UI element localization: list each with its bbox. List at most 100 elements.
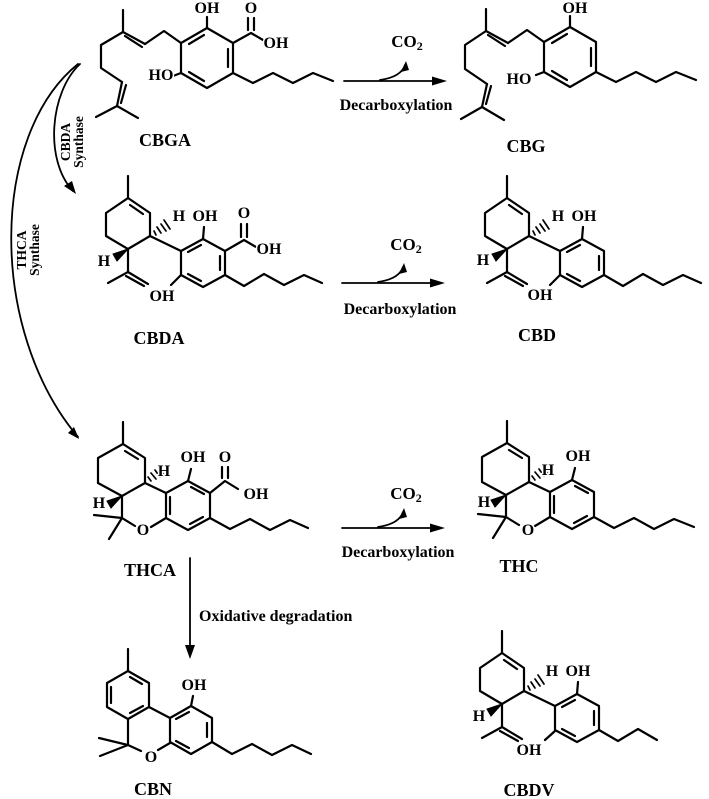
aromatic-double-bonds xyxy=(168,485,206,526)
aromatic-double-bonds xyxy=(174,710,209,750)
bonds xyxy=(94,8,335,120)
oh-label: OH xyxy=(150,288,175,305)
oxidative-degradation-arrow: Oxidative degradation xyxy=(185,557,352,659)
benzene-ring xyxy=(164,479,212,532)
stereo-hash-bond xyxy=(153,219,171,236)
double-bonds xyxy=(124,222,249,288)
oh-label: OH xyxy=(257,241,282,258)
cbda-synthase-arrow: CBDA Synthase xyxy=(53,63,86,194)
molecule-cbda: H OH O OH H OH CBDA xyxy=(96,174,324,348)
stereo-wedge-bond xyxy=(486,702,504,717)
molecule-thca: H OH O OH H O THCA xyxy=(91,420,310,580)
ring-double-bond xyxy=(502,658,519,671)
aromatic-double-bonds xyxy=(187,33,230,83)
oh-label: OH xyxy=(195,0,220,17)
stereo-wedge-bond xyxy=(112,247,130,262)
stereo-hash-bond xyxy=(531,464,549,481)
benzene-ring xyxy=(558,237,606,289)
stereo-hash-bond xyxy=(147,465,165,482)
ho-label: HO xyxy=(507,71,532,88)
benzene-ring xyxy=(553,692,601,744)
stereo-wedge-bond xyxy=(491,247,509,262)
cbg-name-label: CBG xyxy=(506,136,545,156)
pyran-ring-bonds xyxy=(120,481,168,529)
h-label: H xyxy=(546,663,559,680)
cyclohexene-ring xyxy=(480,441,531,497)
molecule-cbn: OH O CBN xyxy=(97,647,313,799)
ho-label: HO xyxy=(149,67,174,84)
bonds xyxy=(97,647,313,758)
aromatic-double-bonds xyxy=(560,698,596,738)
stereo-wedge-bond xyxy=(106,494,124,509)
o-label: O xyxy=(145,749,157,766)
h-label: H xyxy=(542,462,555,479)
molecule-thc: H OH H O THC xyxy=(476,419,696,576)
o-label: O xyxy=(245,0,257,17)
stereo-wedge-bond xyxy=(490,493,508,508)
o-label: O xyxy=(522,522,534,539)
ring-double-bond xyxy=(507,448,524,460)
thca-synthase-label-line1: THCA xyxy=(14,230,29,269)
oh-label: OH xyxy=(181,449,206,466)
reaction-arrow-1 xyxy=(343,60,448,87)
molecule-cbdv: H OH H OH CBDV xyxy=(471,629,659,799)
cyclohexene-ring xyxy=(104,196,152,251)
cbda-synthase-label-line1: CBDA xyxy=(58,123,73,162)
benzene-ring xyxy=(179,237,227,289)
aromatic-double-bonds xyxy=(550,32,593,82)
decarboxylation-label: Decarboxylation xyxy=(344,301,457,318)
cbdv-name-label: CBDV xyxy=(503,780,554,799)
co2-label: CO2 xyxy=(390,484,422,505)
curved-arrow xyxy=(10,63,79,438)
h-label: H xyxy=(473,708,486,725)
cbda-name-label: CBDA xyxy=(133,328,184,348)
h-label: H xyxy=(173,208,186,225)
cbda-synthase-label-line2: Synthase xyxy=(71,116,86,168)
reaction-arrow-2 xyxy=(341,262,446,289)
molecule-cbd: H OH H OH CBD xyxy=(475,174,703,345)
oh-label: OH xyxy=(517,742,542,759)
o-label: O xyxy=(137,522,149,539)
bonds xyxy=(459,7,698,122)
oh-label: OH xyxy=(566,448,591,465)
arrowhead xyxy=(68,427,79,439)
h-label: H xyxy=(478,494,491,511)
co2-label: CO2 xyxy=(390,235,422,256)
ring-double-bond xyxy=(128,203,145,216)
double-bonds xyxy=(498,725,524,743)
h-label: H xyxy=(552,208,565,225)
double-bonds xyxy=(503,270,529,288)
cyclohexene-ring xyxy=(96,442,147,498)
double-bonds xyxy=(480,29,510,109)
molecule-cbga: OH O OH HO CBGA xyxy=(94,0,335,150)
thca-synthase-label-line2: Synthase xyxy=(27,224,42,276)
bonds xyxy=(480,629,659,743)
stereo-hash-bond xyxy=(532,219,550,236)
h-label: H xyxy=(477,252,490,269)
benzene-ring-left xyxy=(105,669,151,721)
benzene-ring xyxy=(179,26,235,90)
ring-double-bond xyxy=(123,449,140,461)
oh-label: OH xyxy=(193,208,218,225)
stereo-hash-bond xyxy=(527,674,545,691)
cbga-name-label: CBGA xyxy=(139,130,191,150)
cyclohexene-ring xyxy=(483,196,531,251)
oh-label: OH xyxy=(566,663,591,680)
bonds xyxy=(476,419,696,540)
thc-name-label: THC xyxy=(499,556,538,576)
oh-label: OH xyxy=(182,677,207,694)
pyran-ring-bonds xyxy=(504,480,552,528)
double-bonds xyxy=(220,465,230,480)
aromatic-double-bonds xyxy=(552,484,590,525)
aromatic-double-bonds xyxy=(565,243,601,283)
double-bonds xyxy=(115,16,256,108)
o-label: O xyxy=(219,449,231,466)
oh-label: OH xyxy=(563,0,588,17)
h-label: H xyxy=(93,495,106,512)
co2-label: CO2 xyxy=(391,32,423,53)
decarboxylation-label: Decarboxylation xyxy=(340,97,453,114)
arrowhead xyxy=(64,181,76,194)
arrowhead xyxy=(185,645,195,659)
bonds xyxy=(92,420,310,541)
